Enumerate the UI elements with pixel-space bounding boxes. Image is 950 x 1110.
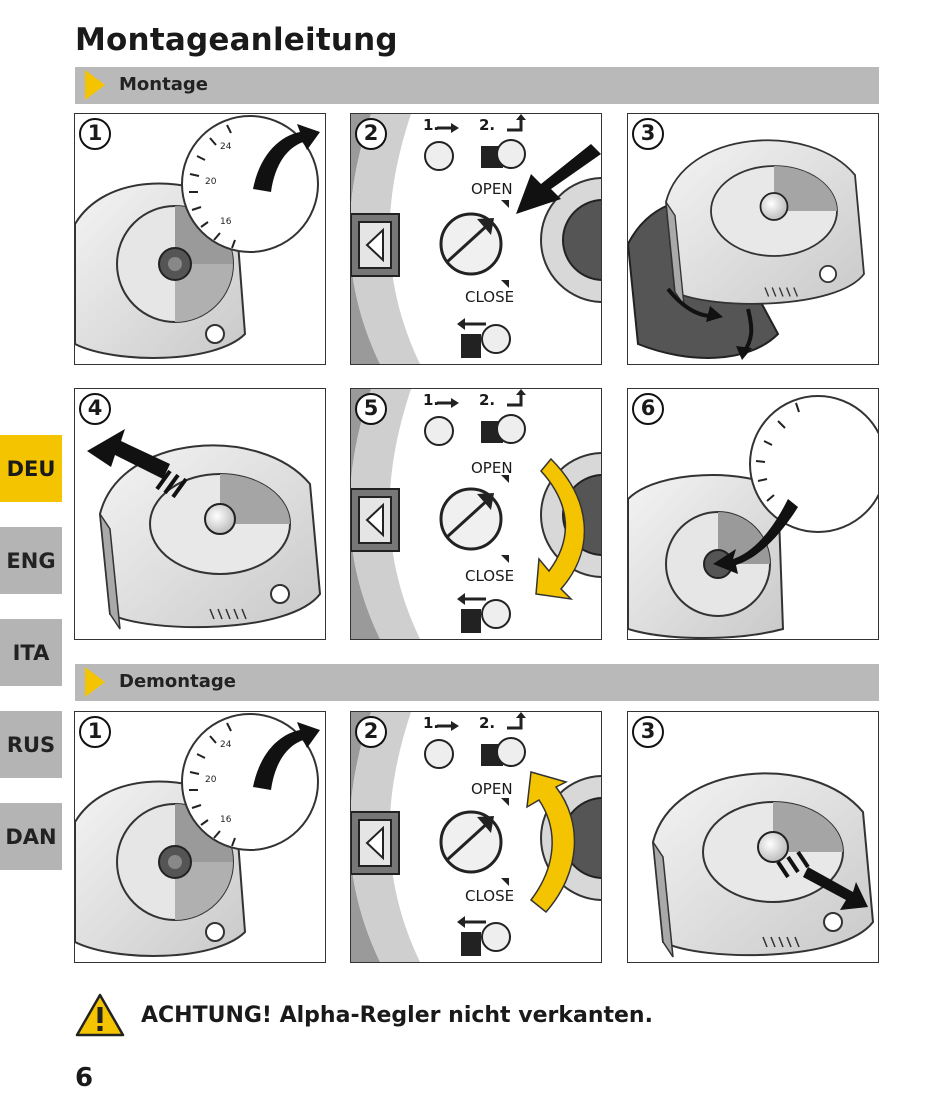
section-marker-icon	[85, 667, 105, 697]
language-tab-rus[interactable]: RUS	[0, 711, 62, 778]
section-marker-icon	[85, 70, 105, 100]
montage-step-6-panel: 6	[627, 388, 879, 640]
step-number: 1	[79, 118, 111, 150]
warning-triangle-icon	[75, 993, 125, 1037]
open-close-rotate-icon	[351, 712, 601, 962]
section-bar-montage: Montage	[75, 67, 879, 104]
sequence-label: 1.	[423, 714, 440, 732]
step-number: 3	[632, 716, 664, 748]
dial-rotate-icon	[75, 115, 321, 359]
open-label: OPEN	[471, 180, 513, 198]
montage-step-2-panel: 2 1. 2. OPEN CLOSE	[350, 113, 602, 365]
open-close-rotate-icon	[351, 389, 601, 639]
warning-notice: ACHTUNG! Alpha-Regler nicht verkanten.	[75, 985, 653, 1045]
demontage-step-3-panel: 3	[627, 711, 879, 963]
sequence-label: 1.	[423, 116, 440, 134]
montage-step-3-panel: 3	[627, 113, 879, 365]
open-label: OPEN	[471, 459, 513, 477]
page-title: Montageanleitung	[75, 22, 398, 58]
sequence-label: 2.	[479, 391, 496, 409]
open-close-slider-icon	[351, 114, 601, 364]
device-slide-out-icon	[87, 429, 321, 630]
close-label: CLOSE	[465, 567, 515, 585]
device-remove-icon	[652, 772, 874, 958]
demontage-step-2-panel: 2 1. 2. OPEN CLOSE	[350, 711, 602, 963]
montage-step-5-panel: 5 1. 2. OPEN CLOSE	[350, 388, 602, 640]
step-number: 6	[632, 393, 664, 425]
device-attach-icon	[628, 139, 865, 360]
sequence-label: 2.	[479, 116, 496, 134]
step-number: 2	[355, 716, 387, 748]
sequence-label: 1.	[423, 391, 440, 409]
language-tab-deu[interactable]: DEU	[0, 435, 62, 502]
sequence-label: 2.	[479, 714, 496, 732]
section-label: Montage	[119, 74, 208, 95]
language-tab-dan[interactable]: DAN	[0, 803, 62, 870]
language-tab-eng[interactable]: ENG	[0, 527, 62, 594]
demontage-step-1-panel: 1	[74, 711, 326, 963]
language-tab-ita[interactable]: ITA	[0, 619, 62, 686]
close-label: CLOSE	[465, 288, 515, 306]
page-number: 6	[75, 1063, 94, 1093]
step-number: 1	[79, 716, 111, 748]
warning-text: ACHTUNG! Alpha-Regler nicht verkanten.	[141, 1002, 653, 1028]
step-number: 5	[355, 393, 387, 425]
step-number: 4	[79, 393, 111, 425]
dial-insert-icon	[628, 395, 878, 639]
section-bar-demontage: Demontage	[75, 664, 879, 701]
montage-step-4-panel: 4	[74, 388, 326, 640]
dial-rotate-icon	[75, 713, 321, 957]
open-label: OPEN	[471, 780, 513, 798]
montage-step-1-panel: 1	[74, 113, 326, 365]
step-number: 3	[632, 118, 664, 150]
close-label: CLOSE	[465, 887, 515, 905]
section-label: Demontage	[119, 671, 236, 692]
step-number: 2	[355, 118, 387, 150]
